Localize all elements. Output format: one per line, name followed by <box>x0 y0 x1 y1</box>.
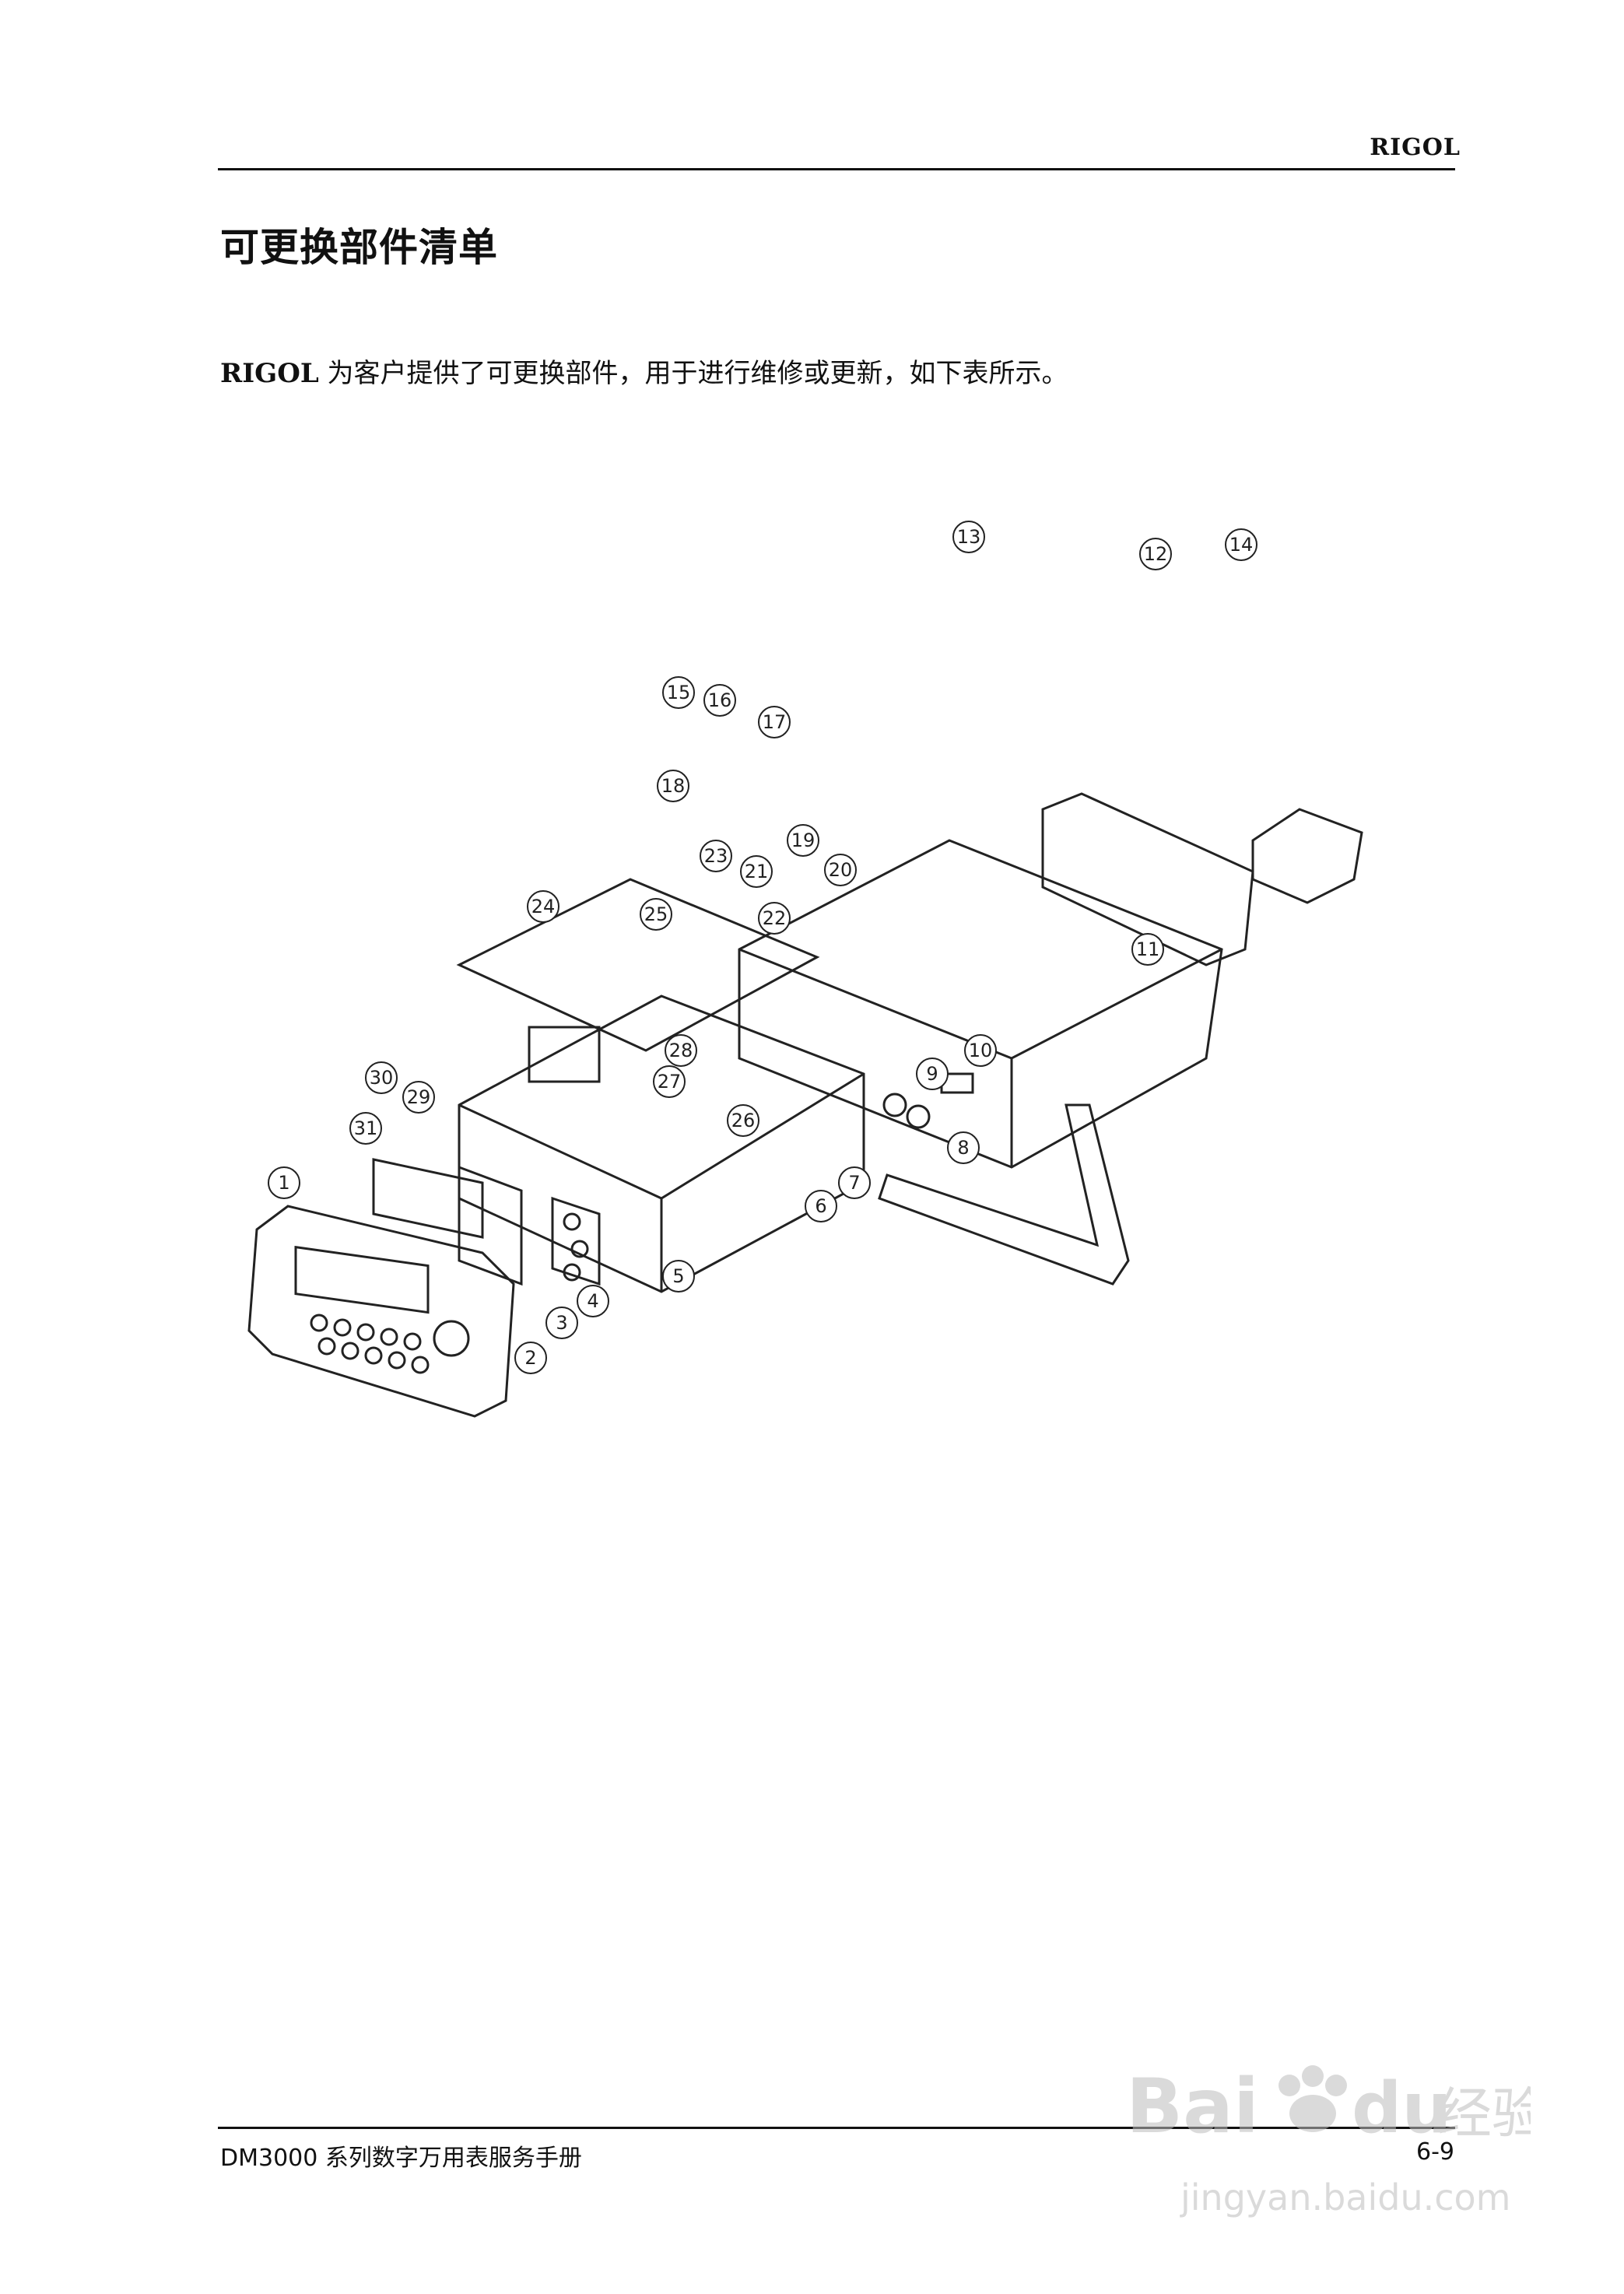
footer-page-number: 6-9 <box>1416 2138 1454 2166</box>
page-title: 可更换部件清单 <box>220 225 498 270</box>
footer-rule <box>218 2127 1455 2129</box>
callout-1: 1 <box>268 1166 300 1199</box>
callout-9: 9 <box>916 1058 949 1090</box>
callout-15: 15 <box>662 676 695 709</box>
input-terminal-block <box>551 1196 601 1286</box>
svg-text:8: 8 <box>957 1137 969 1159</box>
watermark-brand-du: du <box>1352 2068 1452 2149</box>
svg-text:19: 19 <box>791 830 816 851</box>
svg-text:27: 27 <box>658 1071 682 1093</box>
front-panel-shape <box>247 1205 515 1418</box>
main-board-shape <box>456 878 820 1052</box>
callout-2: 2 <box>514 1342 547 1374</box>
top-cover-shape <box>738 839 1223 1169</box>
header-rule <box>218 168 1455 170</box>
callout-24: 24 <box>527 890 559 923</box>
svg-text:28: 28 <box>669 1040 693 1061</box>
svg-text:29: 29 <box>407 1086 431 1108</box>
callout-7: 7 <box>838 1166 871 1199</box>
knob-9b <box>906 1104 931 1129</box>
svg-text:20: 20 <box>829 859 853 881</box>
svg-text:18: 18 <box>661 775 686 797</box>
svg-text:16: 16 <box>708 689 732 711</box>
callout-17: 17 <box>758 706 791 738</box>
handle-shape <box>878 1103 1130 1286</box>
svg-text:11: 11 <box>1136 938 1160 960</box>
rear-panel-shape <box>1041 792 1254 966</box>
watermark-jingyan: 经验 <box>1437 2082 1531 2145</box>
svg-text:12: 12 <box>1144 543 1168 565</box>
svg-text:30: 30 <box>370 1067 394 1089</box>
footer-manual-title: DM3000 系列数字万用表服务手册 <box>220 2145 582 2172</box>
svg-text:5: 5 <box>672 1265 684 1287</box>
svg-text:3: 3 <box>556 1312 567 1334</box>
intro-text: 为客户提供了可更换部件，用于进行维修或更新，如下表所示。 <box>318 358 1068 389</box>
watermark-url: jingyan.baidu.com <box>1180 2176 1511 2219</box>
callout-16: 16 <box>703 684 736 717</box>
callout-26: 26 <box>727 1104 759 1137</box>
callout-20: 20 <box>824 854 857 886</box>
svg-text:26: 26 <box>731 1110 756 1131</box>
svg-text:10: 10 <box>969 1040 993 1061</box>
callout-25: 25 <box>640 898 672 931</box>
callout-29: 29 <box>402 1081 435 1114</box>
callout-18: 18 <box>657 770 689 802</box>
svg-text:2: 2 <box>524 1347 536 1369</box>
keypad-board-shape <box>458 1165 523 1286</box>
rear-module-shape <box>1251 808 1363 904</box>
svg-text:22: 22 <box>763 907 787 929</box>
svg-text:1: 1 <box>278 1172 289 1194</box>
callout-5: 5 <box>662 1260 695 1293</box>
callout-11: 11 <box>1131 933 1164 966</box>
front-keypad <box>310 1314 470 1374</box>
baidu-watermark-svg: Bai du 经验 jingyan.baidu.com <box>1126 2063 1546 2219</box>
callout-10: 10 <box>964 1034 997 1067</box>
header-brand: RIGOL <box>1370 134 1461 161</box>
svg-text:9: 9 <box>926 1063 938 1085</box>
callout-27: 27 <box>653 1065 686 1098</box>
callout-6: 6 <box>805 1190 837 1222</box>
callout-4: 4 <box>577 1285 609 1317</box>
callout-28: 28 <box>665 1034 697 1067</box>
svg-text:24: 24 <box>531 896 556 917</box>
exploded-view-diagram: 1 2 3 4 5 6 7 8 9 10 11 12 13 14 15 16 1… <box>226 514 1471 1447</box>
callouts: 1 2 3 4 5 6 7 8 9 10 11 12 13 14 15 16 1… <box>268 521 1257 1374</box>
svg-text:31: 31 <box>354 1117 378 1139</box>
svg-text:4: 4 <box>587 1290 598 1312</box>
callout-22: 22 <box>758 902 791 935</box>
svg-text:15: 15 <box>667 682 691 703</box>
callout-31: 31 <box>349 1112 382 1145</box>
callout-13: 13 <box>952 521 985 553</box>
intro-brand: RIGOL <box>220 358 319 389</box>
svg-text:13: 13 <box>957 526 981 548</box>
svg-text:7: 7 <box>848 1172 860 1194</box>
intro-paragraph: RIGOL 为客户提供了可更换部件，用于进行维修或更新，如下表所示。 <box>220 352 1068 390</box>
svg-text:21: 21 <box>745 861 769 882</box>
callout-23: 23 <box>700 840 732 872</box>
knob-9 <box>882 1093 907 1117</box>
callout-8: 8 <box>947 1131 980 1164</box>
svg-text:25: 25 <box>644 903 668 925</box>
svg-text:17: 17 <box>763 711 787 733</box>
svg-text:23: 23 <box>704 845 728 867</box>
callout-12: 12 <box>1139 538 1172 570</box>
callout-21: 21 <box>740 855 773 888</box>
callout-30: 30 <box>365 1061 398 1094</box>
watermark-brand: Bai <box>1126 2063 1259 2150</box>
display-board-shape <box>372 1158 484 1239</box>
baidu-watermark: Bai du 经验 jingyan.baidu.com <box>1126 2039 1546 2233</box>
callout-3: 3 <box>545 1307 578 1339</box>
paw-icon <box>1279 2065 1347 2132</box>
svg-text:14: 14 <box>1229 534 1254 556</box>
exploded-view-svg: 1 2 3 4 5 6 7 8 9 10 11 12 13 14 15 16 1… <box>247 521 1363 1418</box>
callout-14: 14 <box>1225 528 1257 561</box>
transformer-shape <box>528 1026 601 1083</box>
front-display-window <box>294 1245 430 1314</box>
callout-19: 19 <box>787 824 819 857</box>
svg-text:6: 6 <box>815 1195 826 1217</box>
